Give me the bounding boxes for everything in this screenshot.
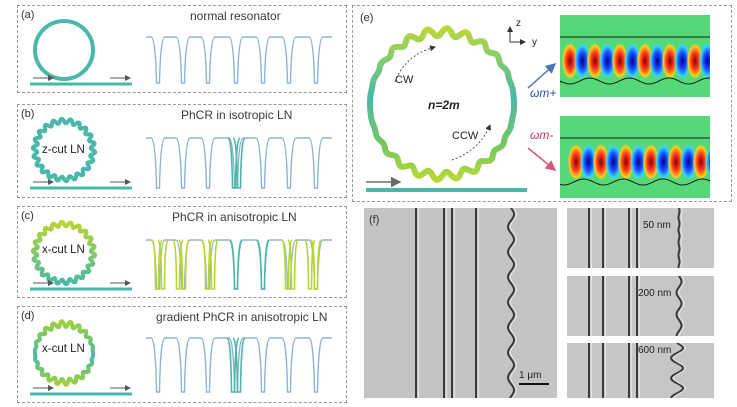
sem-edge-highlight (509, 208, 518, 398)
field-lobe-negative (599, 42, 616, 80)
split-dip (226, 337, 240, 393)
inset-2-label: 200 nm (638, 288, 672, 299)
sem-edge-highlight (672, 343, 687, 398)
field-lobe-negative (624, 42, 641, 80)
ring-b (30, 116, 132, 190)
panel-c-label: (c) (21, 210, 34, 222)
field-lobe-negative (699, 42, 710, 80)
panel-b-title: PhCR in isotropic LN (181, 108, 293, 122)
field-lobe-positive (592, 143, 610, 181)
field-lobe-positive (686, 42, 704, 80)
split-dip (287, 239, 299, 290)
field-map-minus (560, 116, 710, 198)
omega-plus-label: ωm+ (530, 86, 557, 100)
split-dip (227, 137, 241, 189)
sem-inset-3 (567, 343, 714, 398)
ccw-label: CCW (452, 130, 479, 142)
split-dip (207, 239, 219, 290)
split-dip (232, 137, 246, 189)
waveguide-corrugated-boundary (560, 178, 710, 186)
sem-inset-3-image (588, 343, 687, 398)
field-lobe-negative (580, 143, 597, 181)
sem-edge-highlight (678, 276, 685, 336)
sem-edge (675, 276, 683, 336)
panel-a-label: (a) (21, 9, 35, 21)
panel-f-main (364, 208, 557, 398)
field-lobe-negative (680, 143, 697, 181)
spectrum-b (146, 137, 332, 189)
sem-inset-1 (567, 208, 714, 268)
field-lobe-positive (667, 143, 685, 181)
panel-b (17, 104, 347, 198)
field-lobe-positive (692, 143, 710, 181)
field-lobe-negative (655, 143, 672, 181)
split-dip (256, 239, 270, 290)
panel-c-title: PhCR in anisotropic LN (172, 210, 297, 224)
panel-a-title: normal resonator (190, 9, 281, 23)
sem-edge (677, 208, 681, 268)
panel-e (352, 5, 732, 202)
axis-y-label: y (532, 37, 537, 48)
panel-c (17, 206, 347, 298)
ring-c (30, 219, 132, 291)
ring-b-label: z-cut LN (42, 144, 85, 156)
spectrum-a (146, 36, 332, 84)
field-lobe-positive (561, 42, 579, 80)
field-lobe-negative (649, 42, 666, 80)
panel-a (17, 5, 347, 93)
spectrum-d (146, 337, 332, 393)
ring-a (30, 19, 132, 86)
panel-d-label: (d) (21, 310, 35, 322)
scale-bar-label: 1 μm (519, 370, 542, 381)
panel-d (17, 306, 347, 403)
field-lobe-positive (567, 143, 585, 181)
split-dip (310, 239, 322, 290)
field-lobe-negative (705, 144, 710, 180)
cw-label: CW (395, 74, 414, 86)
split-dip (232, 337, 246, 393)
sem-inset-2 (567, 276, 714, 336)
panel-d-title: gradient PhCR in anisotropic LN (156, 310, 328, 324)
panel-f-label: (f) (369, 214, 380, 226)
field-lobe-negative (630, 143, 647, 181)
waveguide-corrugated-boundary (560, 77, 710, 85)
sem-edge-highlight (680, 208, 683, 268)
field-lobe-negative (574, 42, 591, 80)
axis-z-label: z (516, 18, 521, 29)
field-lobe-positive (586, 42, 604, 80)
sem-inset-1-image (588, 208, 683, 268)
inset-1-label: 50 nm (643, 220, 671, 231)
n-equation: n=2m (428, 98, 460, 112)
field-lobe-positive (636, 42, 654, 80)
field-lobe-negative (674, 42, 691, 80)
omega-minus-label: ωm- (530, 128, 554, 142)
sem-edge (669, 343, 685, 398)
panel-b-label: (b) (21, 108, 35, 120)
field-lobe-negative (605, 143, 622, 181)
ring-d (30, 319, 132, 396)
field-lobe-positive (611, 42, 629, 80)
field-lobe-positive (661, 42, 679, 80)
panel-e-label: (e) (360, 12, 374, 24)
ring-d-label: x-cut LN (42, 343, 85, 355)
field-lobe-positive (617, 143, 635, 181)
split-dip (229, 239, 243, 290)
inset-3-label: 600 nm (638, 345, 672, 356)
sem-edge (506, 208, 516, 398)
field-lobe-positive (642, 143, 660, 181)
split-dip (157, 239, 169, 290)
ring-c-label: x-cut LN (42, 244, 85, 256)
sem-inset-2-image (588, 276, 685, 336)
field-map-plus (560, 15, 710, 97)
sem-main-image (415, 208, 549, 398)
split-dip (178, 239, 190, 290)
